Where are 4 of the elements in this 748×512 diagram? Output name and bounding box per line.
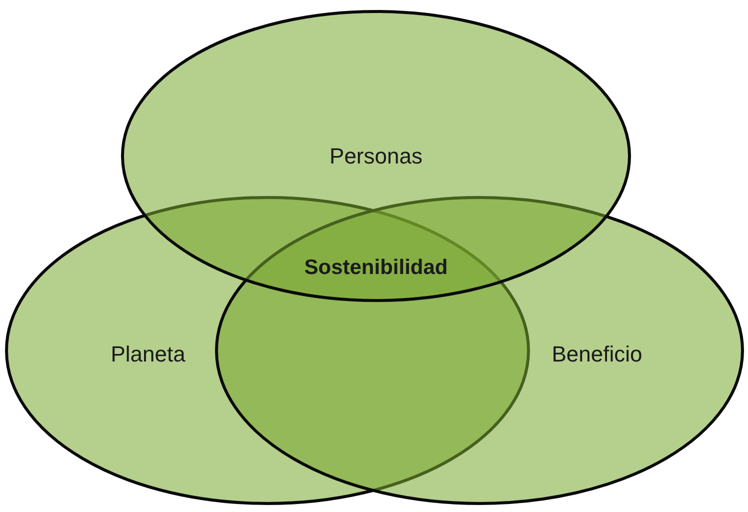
set-label: Beneficio: [552, 341, 642, 367]
set-label: Planeta: [110, 341, 186, 367]
intersection-label: Sostenibilidad: [304, 256, 448, 280]
set-label: Personas: [330, 143, 422, 169]
